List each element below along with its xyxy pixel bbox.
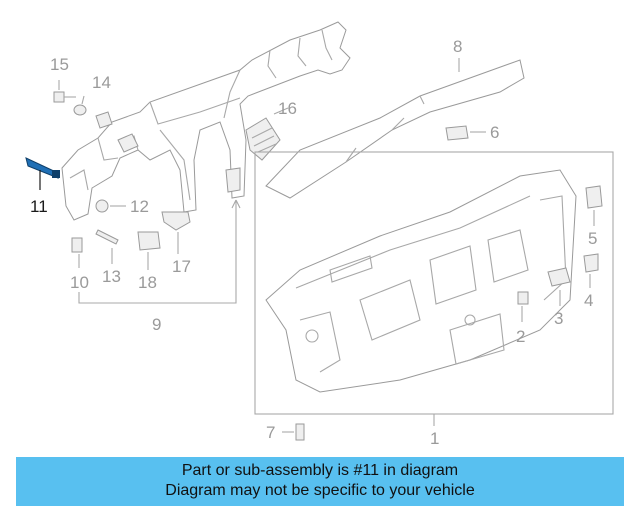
part-5-clip (585, 185, 603, 226)
callout-6: 6 (490, 123, 499, 142)
part-15-bolt (53, 80, 76, 103)
part-14-nut (73, 95, 87, 116)
group-9-bracket (78, 200, 237, 304)
part-16-vent (245, 117, 281, 161)
part-7-bolt (282, 423, 305, 441)
part-9-arrow (231, 199, 241, 209)
part-17-bracket (161, 211, 191, 254)
callout-16: 16 (278, 99, 297, 118)
callout-7: 7 (266, 423, 275, 442)
callout-15: 15 (50, 55, 69, 74)
parts-diagram: 1 2 3 4 5 6 7 8 9 10 11 12 13 14 15 16 1… (25, 21, 614, 448)
part-2-clip (517, 291, 529, 322)
part-3-bracket (547, 267, 571, 306)
part-13-screw (95, 229, 119, 264)
callout-13: 13 (102, 267, 121, 286)
callout-14: 14 (92, 73, 111, 92)
part-18-bracket (137, 231, 161, 270)
callout-11: 11 (30, 197, 48, 216)
part-6-clip (445, 125, 486, 141)
banner-line-1: Part or sub-assembly is #11 in diagram (181, 462, 459, 479)
callout-4: 4 (584, 291, 593, 310)
part-10-bracket (71, 237, 83, 268)
part-4-clip (583, 253, 599, 288)
callout-1: 1 (430, 429, 439, 448)
callout-10: 10 (70, 273, 89, 292)
info-banner: Part or sub-assembly is #11 in diagram D… (16, 457, 624, 506)
callout-18: 18 (138, 273, 157, 292)
callout-12: 12 (130, 197, 149, 216)
banner-line-2: Diagram may not be specific to your vehi… (165, 482, 475, 499)
callout-8: 8 (453, 37, 462, 56)
callout-17: 17 (172, 257, 191, 276)
part-1-instrument-panel (265, 169, 577, 393)
callout-9: 9 (152, 315, 161, 334)
callout-2: 2 (516, 327, 525, 346)
part-12-nut (95, 199, 126, 213)
callout-3: 3 (554, 309, 563, 328)
part-8-insulator (265, 59, 525, 199)
support-beam (61, 21, 351, 221)
callout-5: 5 (588, 229, 597, 248)
part-11-highlighted (25, 157, 60, 190)
